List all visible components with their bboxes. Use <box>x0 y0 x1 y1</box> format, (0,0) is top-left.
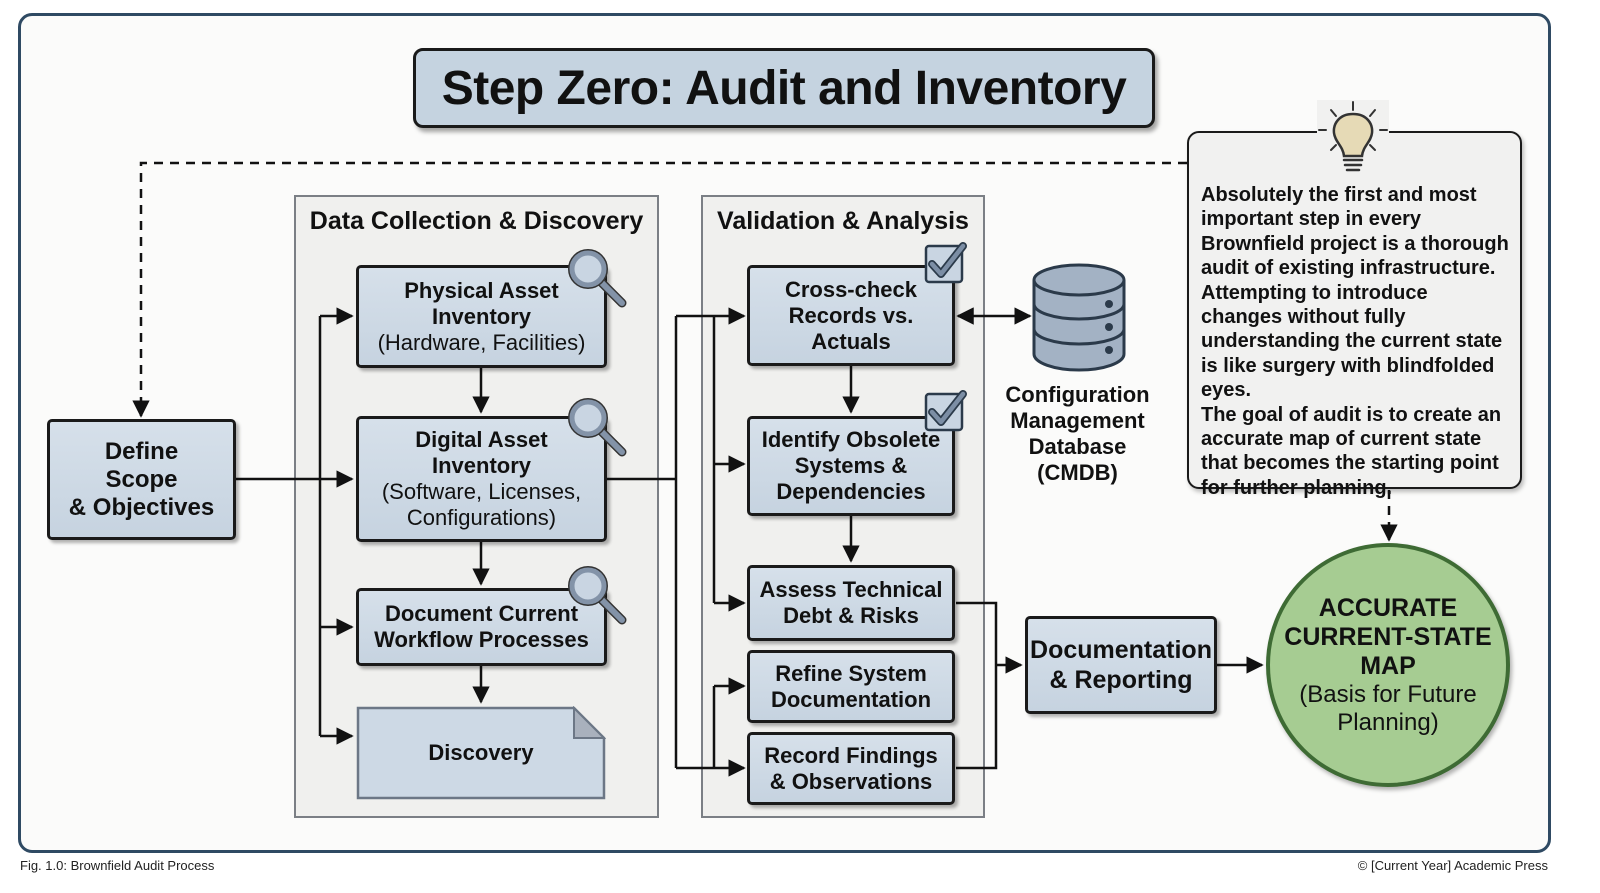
node-line: Record Findings <box>764 742 938 768</box>
cmdb-line: Management <box>1010 408 1145 433</box>
documentation-reporting-node: Documentation & Reporting <box>1025 616 1217 714</box>
node-line: Physical Asset <box>404 277 559 303</box>
node-line: Actuals <box>811 328 891 354</box>
node-line: Documentation <box>770 686 932 712</box>
node-line: Dependencies <box>776 479 926 504</box>
refine-documentation-node: Refine System Documentation <box>747 650 955 723</box>
magnifier-icon <box>568 398 627 457</box>
node-line: Assess Technical <box>759 577 943 602</box>
diagram-title: Step Zero: Audit and Inventory <box>413 48 1155 128</box>
node-line: & Reporting <box>1049 666 1193 694</box>
assess-technical-debt-node: Assess Technical Debt & Risks <box>747 565 955 641</box>
node-line: Identify Obsolete <box>761 427 941 452</box>
node-line: Records vs. <box>788 302 914 328</box>
cmdb-label: Configuration Management Database (CMDB) <box>995 382 1160 486</box>
result-subline: Planning) <box>1337 708 1439 736</box>
define-scope-node: Define Scope & Objectives <box>47 419 236 540</box>
document-workflow-node: Document Current Workflow Processes <box>356 588 607 666</box>
group-title: Validation & Analysis <box>717 207 969 235</box>
digital-asset-inventory-node: Digital Asset Inventory (Software, Licen… <box>356 416 607 542</box>
node-line: Debt & Risks <box>783 603 919 628</box>
node-line: Cross-check <box>784 276 918 302</box>
discovery-document-node: Discovery <box>356 706 606 800</box>
current-state-map-node: ACCURATE CURRENT-STATE MAP (Basis for Fu… <box>1266 543 1510 787</box>
group-title: Data Collection & Discovery <box>309 207 644 235</box>
info-note: Absolutely the first and most important … <box>1187 131 1522 499</box>
magnifier-icon <box>568 249 627 308</box>
node-line: Digital Asset <box>415 427 548 452</box>
node-line: Inventory <box>431 303 532 329</box>
node-subtitle: (Hardware, Facilities) <box>377 329 586 355</box>
note-paragraph: Absolutely the first and most important … <box>1201 184 1509 402</box>
result-line: ACCURATE <box>1318 593 1458 622</box>
node-line: Define <box>104 437 179 465</box>
identify-obsolete-node: Identify Obsolete Systems & Dependencies <box>747 416 955 516</box>
document-shape <box>356 706 606 800</box>
result-subline: (Basis for Future <box>1299 680 1477 708</box>
node-label: Discovery <box>428 740 534 765</box>
node-line: Document Current <box>384 601 579 626</box>
magnifier-icon <box>568 566 627 625</box>
checkbox-icon <box>924 390 967 432</box>
node-subtitle: (Software, Licenses, Configurations) <box>381 479 582 530</box>
node-line: Systems & <box>794 453 908 478</box>
node-line: & Objectives <box>68 493 215 521</box>
cross-check-records-node: Cross-check Records vs. Actuals <box>747 265 955 366</box>
copyright-text: © [Current Year] Academic Press <box>1357 858 1548 873</box>
node-line: & Observations <box>769 768 933 794</box>
note-paragraph: The goal of audit is to create an accura… <box>1201 403 1502 499</box>
checkbox-icon <box>924 242 967 284</box>
physical-asset-inventory-node: Physical Asset Inventory (Hardware, Faci… <box>356 265 607 368</box>
figure-caption: Fig. 1.0: Brownfield Audit Process <box>20 858 215 873</box>
cmdb-line: Database <box>1028 434 1127 459</box>
node-line: Scope <box>105 465 178 493</box>
cmdb-line: (CMDB) <box>1037 460 1118 485</box>
cmdb-line: Configuration <box>1005 382 1150 407</box>
node-line: Refine System <box>775 660 927 686</box>
node-line: Inventory <box>431 453 532 478</box>
record-findings-node: Record Findings & Observations <box>747 732 955 805</box>
lightbulb-icon <box>1317 100 1389 176</box>
result-line: CURRENT-STATE <box>1284 622 1492 651</box>
database-icon <box>1032 263 1126 372</box>
node-line: Workflow Processes <box>374 627 589 652</box>
node-line: Documentation <box>1030 636 1212 664</box>
result-line: MAP <box>1360 651 1416 680</box>
diagram-title-text: Step Zero: Audit and Inventory <box>441 61 1127 115</box>
